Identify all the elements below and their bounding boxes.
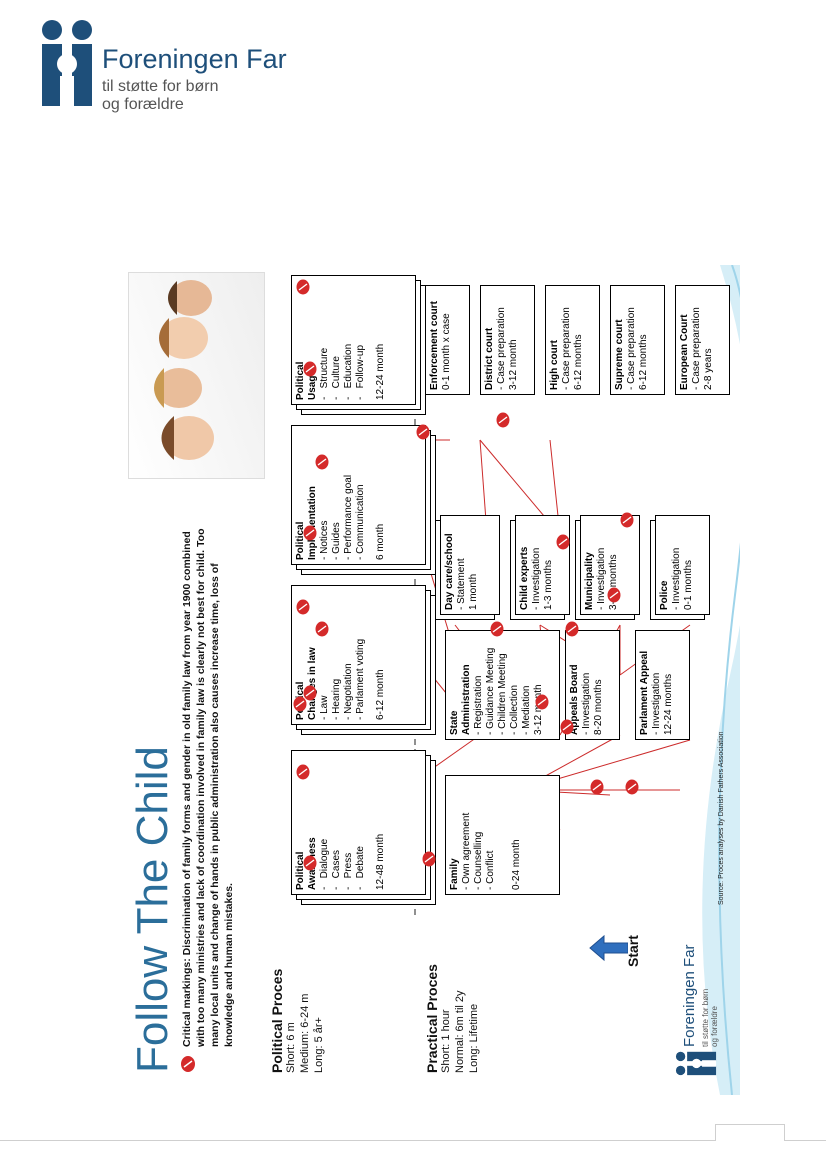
- critical-markings: Critical markings: Discrimination of fam…: [180, 513, 236, 1073]
- logo-subtitle-2: og forældre: [102, 96, 184, 113]
- box-parlament-appeal: Parlament Appeal - Investigation 12-24 m…: [635, 630, 690, 740]
- page-footer-line: [0, 1140, 826, 1141]
- box-items: - Investigation 12-24 months: [651, 672, 674, 735]
- critical-marker-icon: [490, 621, 504, 637]
- critical-marker-icon: [296, 599, 310, 615]
- box-items: - Law - Hearing - Negotiation - Parlamen…: [319, 638, 366, 720]
- critical-marker-icon: [303, 361, 317, 377]
- logo-mark-icon: [42, 20, 92, 106]
- box-items: 0-1 month x case: [441, 313, 452, 390]
- wave-decoration: [702, 265, 740, 1095]
- critical-marker-icon: [315, 454, 329, 470]
- box-title: Child experts: [519, 546, 530, 610]
- box-enforcement-court: Enforcement court 0-1 month x case: [425, 285, 470, 395]
- critical-marker-icon: [422, 851, 436, 867]
- box-european-court: European Court - Case preparation 2-8 ye…: [675, 285, 730, 395]
- box-political-awareness: Political Awareness - Dialogue - Cases -…: [291, 750, 426, 895]
- critical-marker-icon: [535, 694, 549, 710]
- slide-content: Follow The Child Critical markings: Disc…: [120, 265, 740, 1095]
- critical-marker-icon: [556, 534, 570, 550]
- box-title: District court: [484, 327, 495, 390]
- critical-marker-icon: [296, 764, 310, 780]
- box-district-court: District court - Case preparation 3-12 m…: [480, 285, 535, 395]
- box-title: Municipality: [584, 552, 595, 610]
- box-daycare-school: Day care/school - Statement 1 month: [440, 515, 500, 615]
- box-time: 12-48 month: [375, 833, 386, 890]
- box-title: Parlament Appeal: [639, 650, 650, 735]
- footer-logo-subtitle-1: til støtte for børn: [701, 988, 710, 1047]
- critical-marker-icon: [296, 279, 310, 295]
- box-items: - Notices - Guides - Performance goal - …: [319, 474, 366, 560]
- box-items: - Case preparation 6-12 months: [626, 307, 649, 390]
- box-political-implementation: Political Implementation - Notices - Gui…: [291, 425, 426, 565]
- slide-footer-logo: Foreningen Far til støtte for børn og fo…: [675, 917, 730, 1077]
- box-time: 0-24 month: [511, 839, 522, 890]
- logo-mark-icon: [675, 1051, 717, 1076]
- box-items: - Case preparation 3-12 month: [496, 307, 519, 390]
- critical-marker-icon: [416, 424, 430, 440]
- header-logo: Foreningen Far til støtte for børn og fo…: [38, 18, 287, 118]
- source-note: Source: Proces analyses by Danish Father…: [718, 731, 725, 905]
- critical-marker-icon: [181, 1056, 195, 1072]
- critical-marker-icon: [620, 512, 634, 528]
- family-photo: [128, 272, 265, 479]
- box-items: - Own agreement - Counselling - Conflict: [461, 812, 496, 890]
- box-items: - Registration - Guidance Meeting - Chil…: [473, 647, 544, 735]
- critical-marker-icon: [303, 685, 317, 701]
- box-title: Political Usage: [295, 361, 318, 400]
- box-items: - Statement 1 month: [456, 558, 479, 610]
- slide-frame: Follow The Child Critical markings: Disc…: [120, 265, 740, 1095]
- box-child-experts: Child experts - Investigation 1-3 months: [515, 515, 570, 615]
- box-state-administration: State Administration - Registration - Gu…: [445, 630, 560, 740]
- box-title: High court: [549, 340, 560, 390]
- box-title: State Administration: [449, 664, 472, 735]
- box-time: 6-12 month: [375, 669, 386, 720]
- start-label: Start: [625, 935, 641, 967]
- box-title: Police: [659, 580, 670, 610]
- box-high-court: High court - Case preparation 6-12 month…: [545, 285, 600, 395]
- box-items: - Investigation 0-1 months: [671, 547, 694, 610]
- box-supreme-court: Supreme court - Case preparation 6-12 mo…: [610, 285, 665, 395]
- box-title: Family: [449, 858, 460, 890]
- box-items: - Case preparation 2-8 years: [691, 307, 714, 390]
- box-items: - Investigation 8-20 months: [581, 672, 604, 735]
- critical-marker-icon: [625, 779, 639, 795]
- page-number-tab: [715, 1124, 785, 1141]
- box-police: Police - Investigation 0-1 months: [655, 515, 710, 615]
- critical-marker-icon: [590, 779, 604, 795]
- box-items: - Structure - Culture - Education - Foll…: [319, 343, 366, 400]
- footer-logo-subtitle-2: og forældre: [710, 1006, 719, 1047]
- box-items: - Investigation 1-3 months: [531, 547, 554, 610]
- critical-marker-icon: [303, 525, 317, 541]
- box-time: 12-24 month: [375, 343, 386, 400]
- critical-marker-icon: [496, 412, 510, 428]
- critical-marker-icon: [607, 587, 621, 603]
- logo-subtitle-1: til støtte for børn: [102, 78, 219, 95]
- critical-marker-icon: [315, 621, 329, 637]
- critical-marker-icon: [293, 696, 307, 712]
- box-political-changes: Political Changes in law - Law - Hearing…: [291, 585, 426, 725]
- box-family: Family - Own agreement - Counselling - C…: [445, 775, 560, 895]
- box-title: Enforcement court: [429, 301, 440, 390]
- critical-marker-icon: [303, 855, 317, 871]
- box-title: Day care/school: [444, 533, 455, 610]
- box-items: - Dialogue - Cases - Press - Debate: [319, 838, 366, 890]
- start-arrow-icon: [589, 934, 628, 962]
- box-title: European Court: [679, 314, 690, 390]
- box-title: Supreme court: [614, 319, 625, 390]
- footer-logo-title: Foreningen Far: [681, 944, 698, 1047]
- box-items: - Case preparation 6-12 months: [561, 307, 584, 390]
- box-time: 6 month: [375, 523, 386, 560]
- critical-marker-icon: [560, 719, 574, 735]
- logo-title: Foreningen Far: [102, 44, 287, 74]
- family-photo-icon: [154, 280, 214, 460]
- critical-marker-icon: [565, 621, 579, 637]
